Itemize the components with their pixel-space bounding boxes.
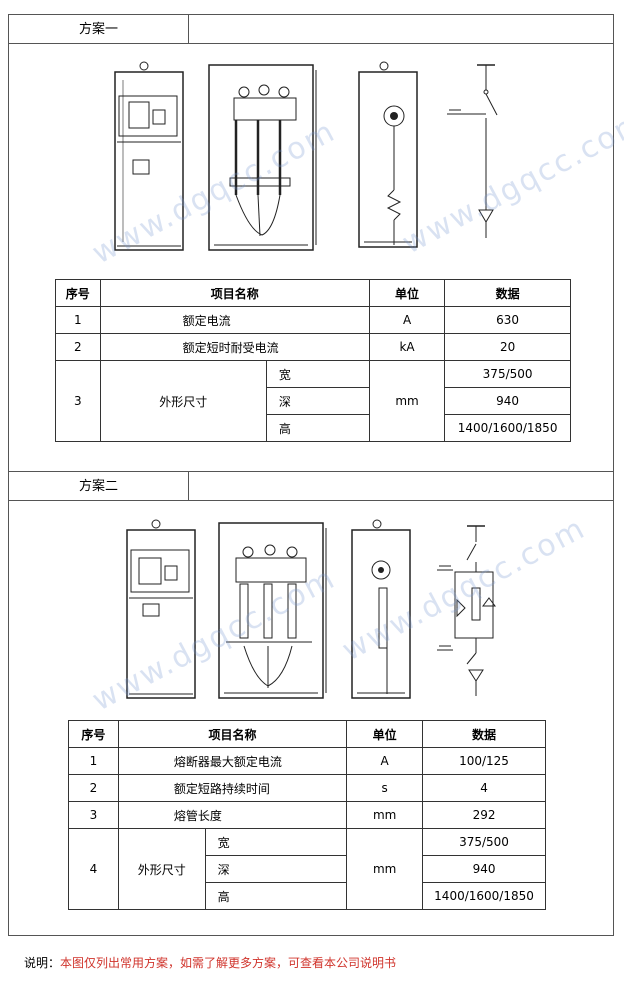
cell-unit: A (346, 747, 424, 775)
cell-sub-label: 宽 (204, 828, 348, 856)
cell-sub-label: 深 (204, 855, 348, 883)
scheme-1-panel: 方案一 (8, 14, 624, 472)
single-line-diagram-1 (447, 64, 498, 238)
footer-label: 说明： (24, 956, 61, 970)
cabinet-side-view-2 (351, 519, 411, 699)
cell-sub-label: 宽 (265, 360, 370, 388)
col-header-no: 序号 (68, 720, 119, 748)
table-row: 3 外形尺寸 宽 mm 375/500 (55, 360, 571, 442)
cell-value: 4 (422, 774, 546, 802)
cell-value: 1400/1600/1850 (444, 414, 571, 442)
scheme-2-divider (189, 500, 613, 501)
cell-name: 熔管长度 (117, 801, 348, 829)
cabinet-section-view-2 (218, 522, 327, 699)
col-header-unit: 单位 (346, 720, 424, 748)
cell-name: 熔断器最大额定电流 (117, 747, 348, 775)
cell-unit: s (346, 774, 424, 802)
cabinet-front-view-1 (114, 61, 184, 251)
table-row: 1 额定电流 A 630 (55, 306, 571, 334)
table-row: 1 熔断器最大额定电流 A 100/125 (68, 747, 546, 775)
col-header-name: 项目名称 (117, 720, 348, 748)
col-header-no: 序号 (55, 279, 101, 307)
cabinet-side-view-1 (358, 61, 418, 248)
cell-unit: A (368, 306, 446, 334)
scheme-1-title: 方案一 (8, 14, 189, 44)
col-header-unit: 单位 (368, 279, 446, 307)
table-row: 4 外形尺寸 宽 mm 375/500 (68, 828, 546, 910)
cell-name: 外形尺寸 (99, 360, 267, 442)
cell-unit: mm (368, 360, 446, 442)
cell-no: 2 (55, 333, 101, 361)
cabinet-section-view-1 (208, 64, 317, 251)
cell-no: 4 (68, 828, 119, 910)
cell-unit: mm (346, 801, 424, 829)
table-row: 2 额定短时耐受电流 kA 20 (55, 333, 571, 361)
cell-value: 375/500 (422, 828, 546, 856)
scheme-2-title: 方案二 (8, 471, 189, 501)
spec-table-1: 序号 项目名称 单位 数据 1 额定电流 A 630 2 额定短时耐受电流 kA… (55, 279, 571, 442)
cell-value: 940 (422, 855, 546, 883)
cell-sub-label: 高 (204, 882, 348, 910)
cell-no: 2 (68, 774, 119, 802)
single-line-diagram-2 (437, 525, 496, 696)
spec-table-2: 序号 项目名称 单位 数据 1 熔断器最大额定电流 A 100/125 2 额定… (68, 720, 546, 910)
watermark: www.dgqcc.com (396, 103, 624, 262)
table-row: 3 熔管长度 mm 292 (68, 801, 546, 829)
col-header-value: 数据 (422, 720, 546, 748)
cell-value: 1400/1600/1850 (422, 882, 546, 910)
table-header-row: 序号 项目名称 单位 数据 (55, 279, 571, 307)
table-row: 2 额定短路持续时间 s 4 (68, 774, 546, 802)
cell-name: 外形尺寸 (117, 828, 206, 910)
scheme-2-panel: 方案二 (8, 471, 614, 936)
cell-name: 额定短时耐受电流 (99, 333, 370, 361)
cell-value: 100/125 (422, 747, 546, 775)
col-header-name: 项目名称 (99, 279, 370, 307)
cell-value: 292 (422, 801, 546, 829)
footer-text: 本图仅列出常用方案，如需了解更多方案，可查看本公司说明书 (60, 956, 397, 970)
cell-sub-label: 高 (265, 414, 370, 442)
cell-unit: mm (346, 828, 424, 910)
col-header-value: 数据 (444, 279, 571, 307)
cell-no: 1 (55, 306, 101, 334)
table-row: 高 1400/1600/1850 (69, 882, 546, 910)
cell-value: 630 (444, 306, 571, 334)
cell-value: 940 (444, 387, 571, 415)
cell-value: 20 (444, 333, 571, 361)
scheme-1-divider (189, 43, 613, 44)
footer-note: 说明：本图仅列出常用方案，如需了解更多方案，可查看本公司说明书 (24, 954, 396, 971)
cell-unit: kA (368, 333, 446, 361)
cell-value: 375/500 (444, 360, 571, 388)
cell-no: 3 (68, 801, 119, 829)
cell-no: 1 (68, 747, 119, 775)
cell-sub-label: 深 (265, 387, 370, 415)
cell-no: 3 (55, 360, 101, 442)
cell-name: 额定电流 (99, 306, 370, 334)
cell-name: 额定短路持续时间 (117, 774, 348, 802)
table-row: 高 1400/1600/1850 (56, 414, 571, 442)
cabinet-front-view-2 (126, 519, 196, 699)
table-header-row: 序号 项目名称 单位 数据 (68, 720, 546, 748)
